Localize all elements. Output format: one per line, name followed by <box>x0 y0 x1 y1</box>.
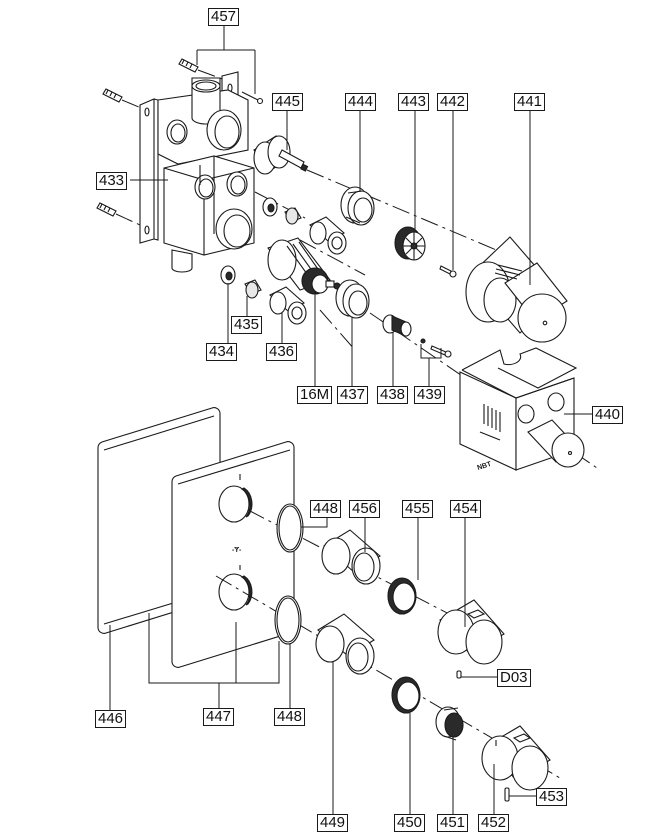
axis-cartridge <box>299 239 366 276</box>
sleeve-449 <box>315 613 375 675</box>
label-445: 445 <box>272 93 304 111</box>
label-448-upper: 448 <box>310 500 342 518</box>
set-screw-453 <box>504 787 536 802</box>
label-435: 435 <box>231 316 263 334</box>
axis-lower <box>319 309 356 351</box>
wall-anchor-mid <box>102 88 147 111</box>
valve-body <box>157 77 255 273</box>
label-436: 436 <box>266 343 298 361</box>
o-ring-448-lower <box>274 595 302 645</box>
label-455: 455 <box>402 500 434 518</box>
label-444: 444 <box>345 93 377 111</box>
label-457: 457 <box>208 8 240 26</box>
screw-442 <box>439 265 457 278</box>
retaining-nut-437 <box>335 279 370 319</box>
seal-434 <box>220 265 236 285</box>
ring-455 <box>387 577 417 615</box>
label-D03: D03 <box>497 669 531 687</box>
label-16M: 16M <box>297 386 333 404</box>
axis-handle-lower <box>215 575 561 779</box>
filter-insert-upper <box>309 216 347 255</box>
label-434: 434 <box>206 343 238 361</box>
screw-457 <box>241 91 264 105</box>
part-445-spindle <box>253 135 309 175</box>
handle-454 <box>437 599 505 665</box>
label-437: 437 <box>337 386 369 404</box>
plate-logo: -Ɏ- <box>232 547 242 554</box>
sleeve-456 <box>321 529 381 585</box>
label-448-lower: 448 <box>274 708 306 726</box>
set-screw-D03 <box>456 670 497 679</box>
seal-upper <box>262 197 278 217</box>
thermostatic-cartridge <box>267 237 341 295</box>
plaster-guard-cap <box>465 236 568 343</box>
adapter-438 <box>382 314 412 337</box>
label-441: 441 <box>514 93 546 111</box>
axis-upper <box>306 169 521 261</box>
label-451: 451 <box>437 814 469 832</box>
retaining-nut-444 <box>340 186 375 226</box>
label-442: 442 <box>437 93 469 111</box>
label-439: 439 <box>414 386 446 404</box>
label-452: 452 <box>478 814 510 832</box>
leader-lines <box>109 26 592 814</box>
label-450: 450 <box>394 814 426 832</box>
label-447: 447 <box>203 708 235 726</box>
label-456: 456 <box>349 500 381 518</box>
ring-450 <box>391 676 421 714</box>
label-454: 454 <box>450 500 482 518</box>
label-453: 453 <box>536 788 568 806</box>
adapter-451 <box>435 706 464 741</box>
box-brand-mark: NBT <box>476 461 493 472</box>
label-443: 443 <box>398 93 430 111</box>
o-ring-448-upper <box>276 503 304 553</box>
screw-439 <box>420 338 452 358</box>
label-440: 440 <box>592 406 624 424</box>
adapter-443 <box>394 226 426 261</box>
handle-452 <box>481 725 551 791</box>
plaster-guard-box: NBT <box>459 347 585 472</box>
label-438: 438 <box>377 386 409 404</box>
label-449: 449 <box>317 814 349 832</box>
check-valve-435 <box>244 279 262 299</box>
cover-plate-447: -Ɏ- <box>171 441 295 668</box>
wall-anchor-top <box>178 58 226 81</box>
check-valve-upper <box>284 207 302 225</box>
filter-insert-436 <box>269 286 307 325</box>
label-446: 446 <box>95 710 127 728</box>
label-433: 433 <box>96 172 128 190</box>
wall-anchor-bottom <box>96 202 141 226</box>
